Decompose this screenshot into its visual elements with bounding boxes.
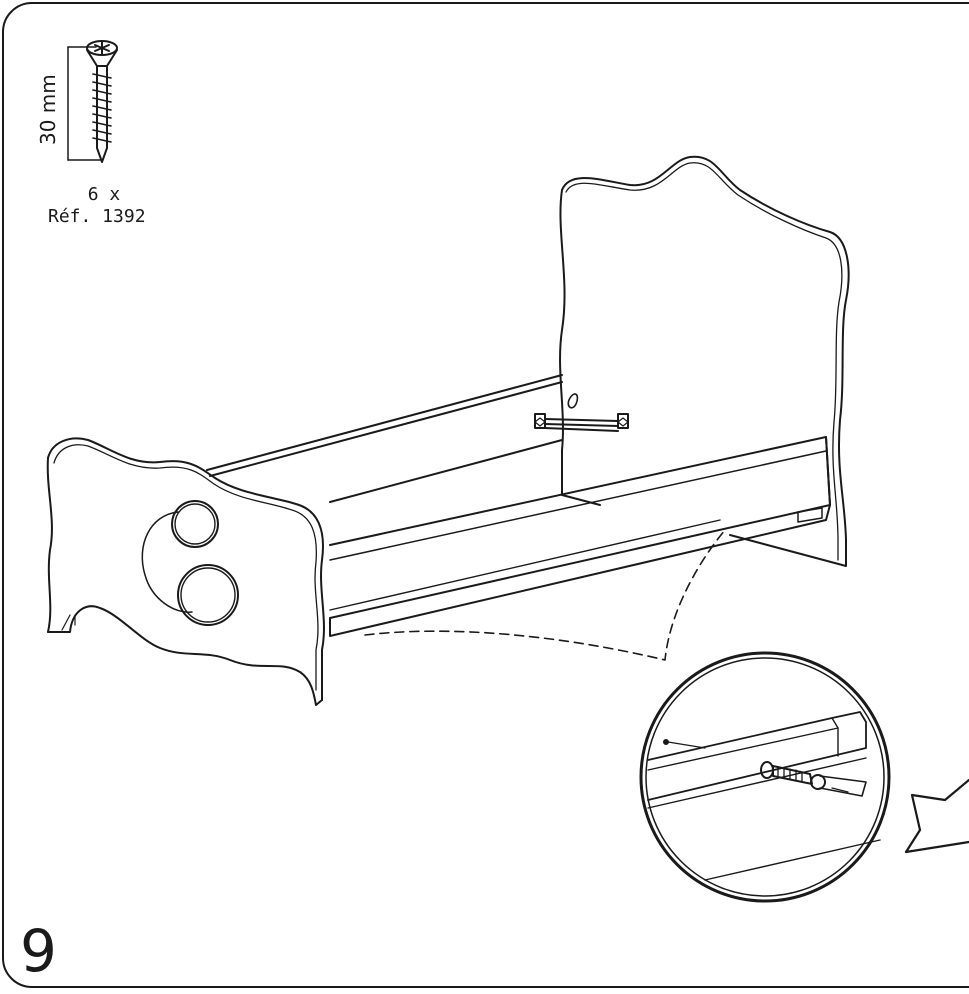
screw-quantity: 6 x [87,184,121,205]
front-side-rail [329,436,831,637]
headboard-panel [559,155,850,567]
callout-dashed-line [364,529,726,661]
step-number: 9 [20,917,57,985]
screw-length-label: 30 mm [36,74,60,145]
detail-zoom-circle [639,651,891,903]
screw-icon [67,40,118,163]
next-page-arrow [904,778,969,854]
footboard-panel [46,437,325,706]
bracket-icon [534,413,629,432]
back-side-rail [206,374,563,503]
screw-reference: Réf. 1392 [48,206,146,227]
